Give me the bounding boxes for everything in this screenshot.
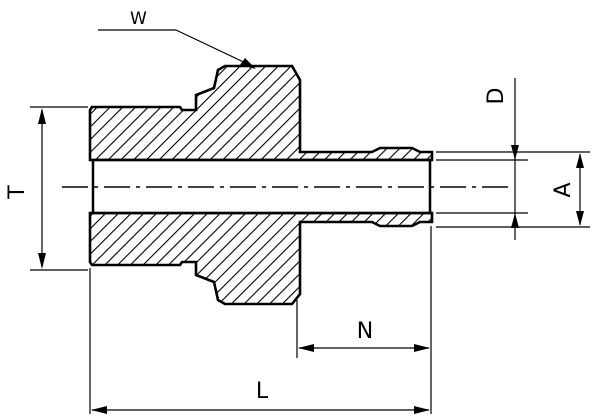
t-arrow-bottom [38,253,46,269]
n-arrow-left [298,344,314,352]
label-w: W [130,9,147,29]
fitting-upper-section [88,64,434,162]
t-arrow-top [38,108,46,124]
a-arrow-top [576,153,584,168]
n-arrow-right [414,344,430,352]
label-d: D [484,88,509,105]
label-t: T [5,185,30,200]
a-arrow-bottom [576,211,584,226]
label-l: L [256,379,269,404]
w-leader-arrowhead [240,58,256,69]
label-n: N [357,319,373,344]
l-arrow-right [414,406,430,414]
w-leader-diagonal [175,29,253,67]
fitting-lower-section [88,211,434,306]
d-arrow-bottom [511,213,519,228]
l-arrow-left [91,406,107,414]
label-a: A [551,182,576,197]
